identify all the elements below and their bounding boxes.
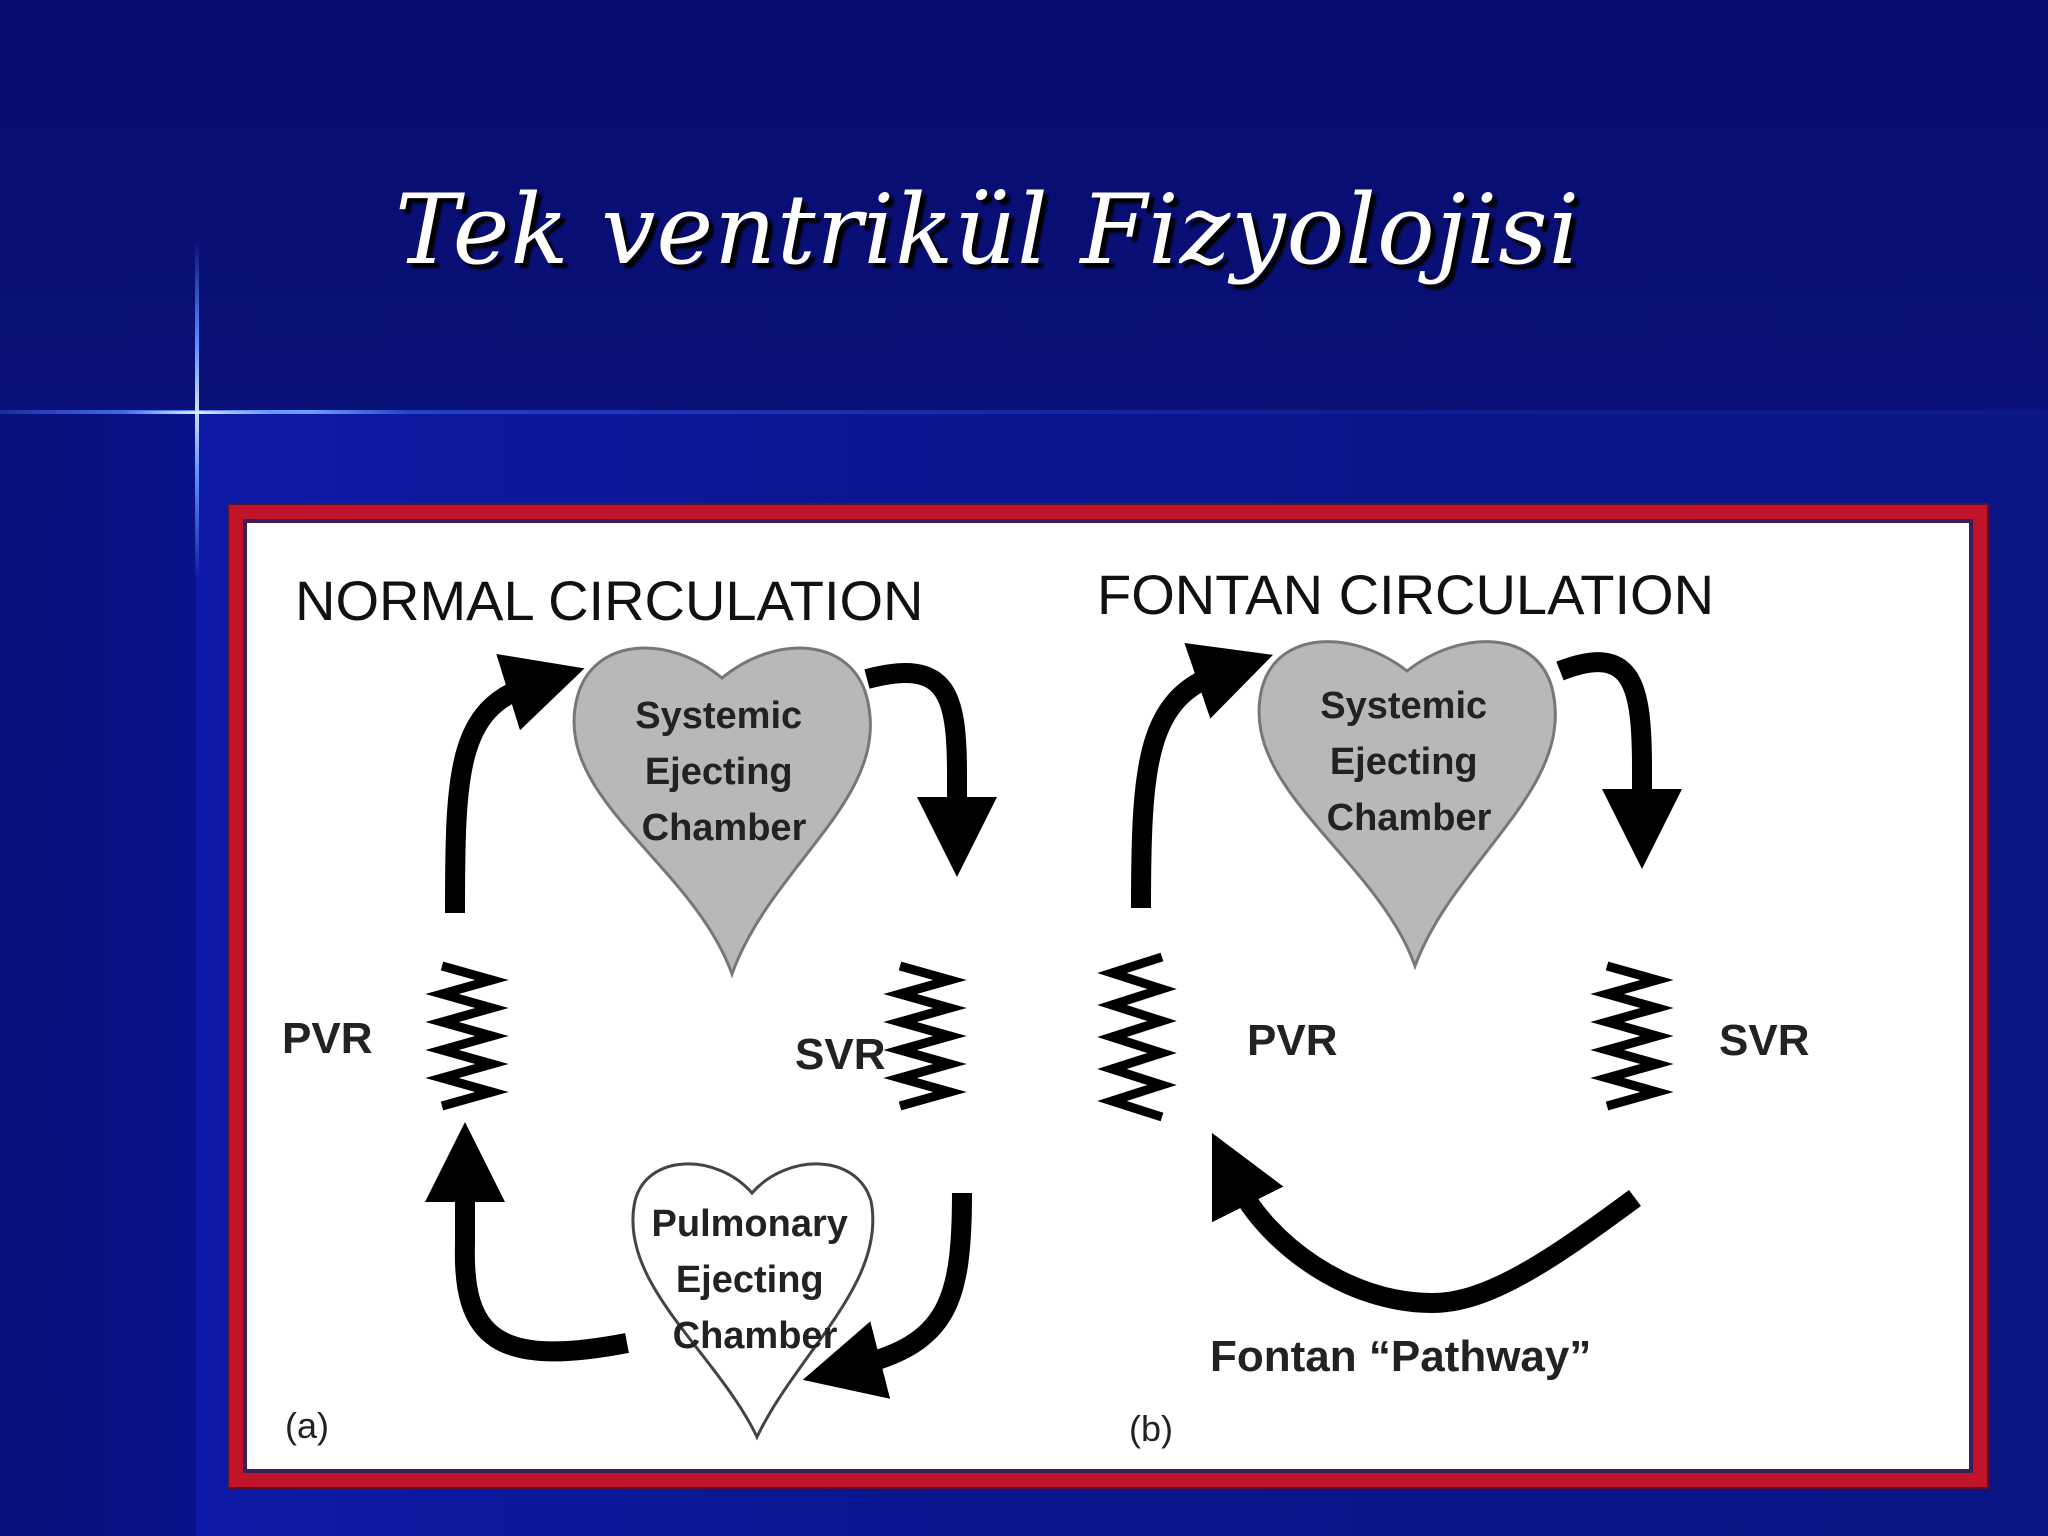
svr-label-a: SVR [795, 1030, 885, 1079]
pvr-label-b: PVR [1247, 1016, 1337, 1065]
decorative-horizontal-line [0, 410, 2048, 414]
panel-label-b: (b) [1129, 1408, 1173, 1449]
systemic-heart-b [1257, 640, 1557, 971]
flow-arrow-a-svr-to-pulmonary [802, 1192, 972, 1399]
decorative-sparkle [125, 411, 271, 414]
flow-arrow-b-systemic-to-svr [1556, 652, 1682, 869]
slide-header-background [0, 0, 2048, 412]
pvr-resistor-a [425, 961, 509, 1111]
panel-label-a: (a) [285, 1405, 329, 1446]
systemic-heart-a [572, 646, 872, 979]
pvr-resistor-b [1097, 952, 1177, 1122]
systemic-chamber-label-a: Systemic Ejecting Chamber [635, 695, 812, 849]
slide-left-band [0, 412, 196, 1536]
flow-arrow-a-pvr-to-systemic [445, 653, 585, 914]
pvr-label-a: PVR [282, 1014, 372, 1063]
decorative-vertical-line [195, 240, 199, 580]
svr-label-b: SVR [1719, 1016, 1809, 1065]
normal-circulation-heading: NORMAL CIRCULATION [295, 569, 924, 632]
flow-arrow-b-fontan-pathway [1211, 1132, 1641, 1314]
flow-arrow-a-systemic-to-svr [864, 663, 997, 877]
systemic-chamber-label-b: Systemic Ejecting Chamber [1320, 685, 1497, 839]
fontan-circulation-heading: FONTAN CIRCULATION [1097, 563, 1714, 626]
fontan-pathway-label: Fontan “Pathway” [1210, 1332, 1591, 1381]
pulmonary-heart-a [631, 1162, 875, 1441]
svr-resistor-b [1590, 961, 1674, 1111]
circulation-diagram: NORMAL CIRCULATION Systemic Ejecting Cha… [282, 563, 1809, 1449]
pulmonary-chamber-label-a: Pulmonary Ejecting Chamber [652, 1203, 859, 1357]
diagram-canvas: NORMAL CIRCULATION Systemic Ejecting Cha… [243, 519, 1973, 1473]
flow-arrow-a-pulmonary-to-pvr [425, 1122, 629, 1362]
svr-resistor-a [883, 961, 967, 1111]
slide-title: Tek ventrikül Fizyolojisi [395, 174, 1581, 286]
diagram-frame: NORMAL CIRCULATION Systemic Ejecting Cha… [229, 505, 1987, 1487]
flow-arrow-b-pvr-to-systemic [1131, 642, 1273, 909]
